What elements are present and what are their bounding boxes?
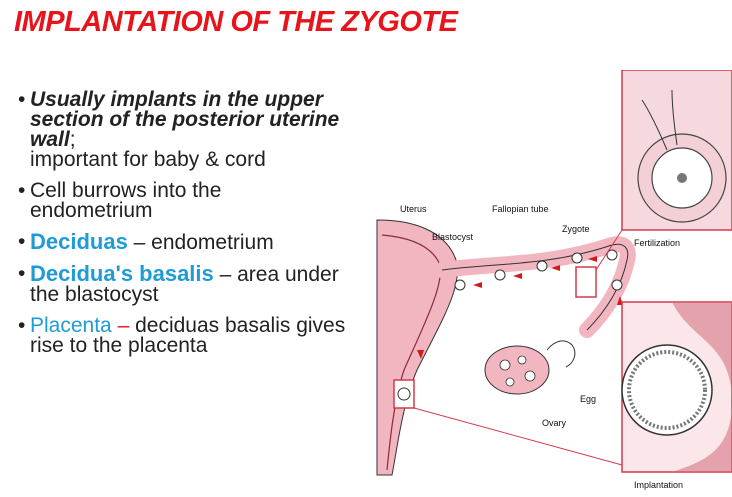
- term-placenta: Placenta: [30, 314, 112, 337]
- cleaving-cells: [454, 249, 623, 291]
- implantation-diagram: Uterus Fallopian tube Zygote Blastocyst …: [376, 70, 732, 490]
- term-decidua-basalis: Decidua's basalis: [30, 261, 214, 286]
- label-fallopian-tube: Fallopian tube: [492, 204, 549, 214]
- label-implantation: Implantation: [634, 480, 683, 490]
- page-title: IMPLANTATION OF THE ZYGOTE: [14, 6, 458, 38]
- zygote-site-box: [575, 266, 597, 298]
- uterus-wall: [376, 219, 459, 476]
- bullet-placenta: •Placenta – deciduas basalis gives rise …: [18, 314, 346, 357]
- label-uterus: Uterus: [400, 204, 427, 214]
- bullet-cell-burrows: •Cell burrows into the endometrium: [18, 179, 222, 222]
- implant-importance-text: important for baby & cord: [30, 148, 266, 171]
- label-blastocyst: Blastocyst: [432, 232, 474, 242]
- ovary: [484, 345, 550, 395]
- term-deciduas: Deciduas: [30, 229, 128, 254]
- bullet-implant-location: •Usually implants in the upper section o…: [18, 88, 340, 171]
- bullet-decidua-basalis: •Decidua's basalis – area under the blas…: [18, 261, 339, 306]
- label-fertilization: Fertilization: [634, 238, 680, 248]
- fimbriae: [546, 340, 576, 368]
- label-zygote: Zygote: [562, 224, 590, 234]
- uterus-cavity: [381, 234, 442, 471]
- blastocyst: [621, 344, 713, 436]
- fallopian-tube: [434, 236, 636, 338]
- bullet-deciduas: •Deciduas – endometrium: [18, 229, 274, 254]
- implant-location-text: Usually implants in the upper section of…: [30, 88, 340, 151]
- bullet-list: •Usually implants in the upper section o…: [18, 88, 348, 367]
- label-ovary: Ovary: [542, 418, 567, 428]
- label-egg: Egg: [580, 394, 596, 404]
- migration-arrows: [417, 256, 623, 359]
